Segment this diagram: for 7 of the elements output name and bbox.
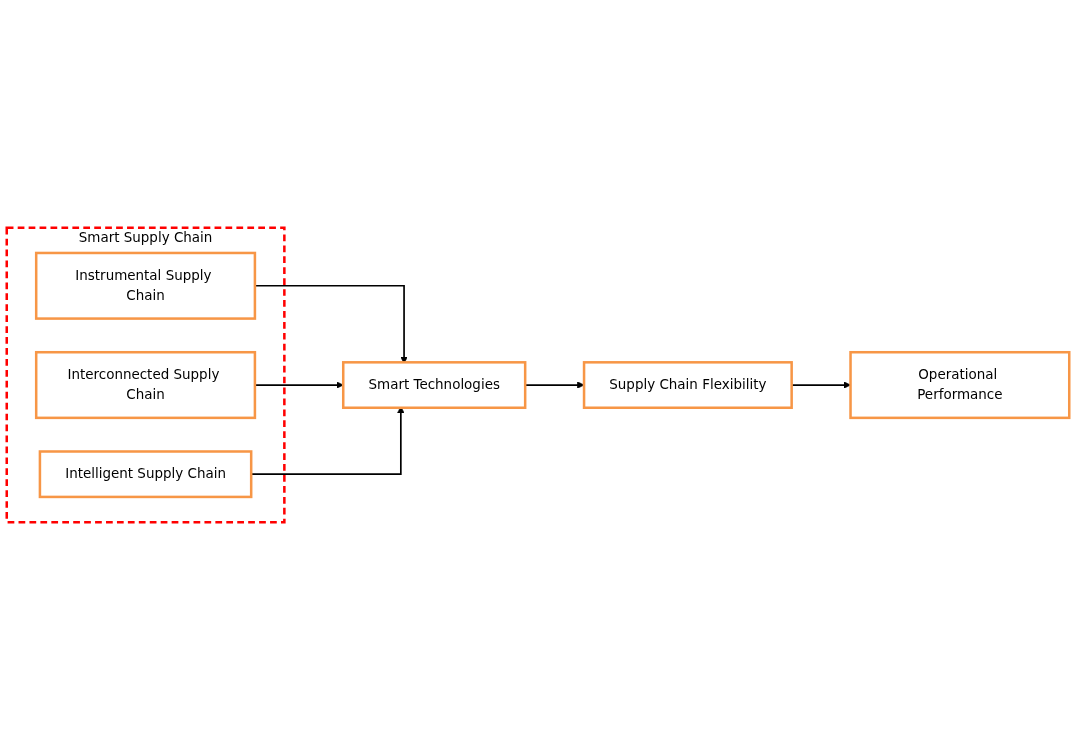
node-box: Interconnected Supply Chain xyxy=(34,350,257,419)
arrow xyxy=(254,380,344,389)
node-box: Instrumental Supply Chain xyxy=(34,251,257,320)
node-box: Intelligent Supply Chain xyxy=(38,449,253,498)
node-box: Smart Technologies xyxy=(342,360,527,409)
node-box: Operational Performance xyxy=(849,350,1071,419)
node-box: Supply Chain Flexibility xyxy=(582,360,793,409)
